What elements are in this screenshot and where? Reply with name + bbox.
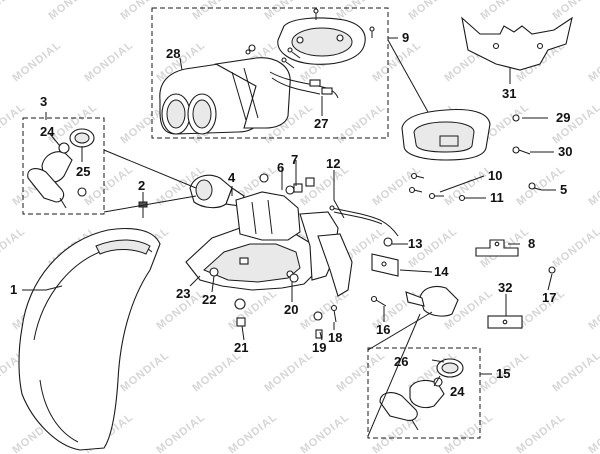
left-turn-signal-frame [22,117,105,215]
watermark-text: MONDIAL [478,0,531,22]
callout-4: 4 [228,170,236,185]
watermark-text: MONDIAL [226,411,279,454]
callout-17: 17 [542,290,556,305]
watermark-text: MONDIAL [550,349,600,394]
watermark-text: MONDIAL [334,101,387,146]
callout-10: 10 [488,168,502,183]
watermark-text: MONDIAL [0,0,28,22]
watermark-text: MONDIAL [226,287,279,332]
watermark-text: MONDIAL [334,0,387,22]
callout-7: 7 [291,152,298,167]
tail-light-group [151,7,389,139]
bulb-socket-part [401,108,491,161]
callout-24-right: 24 [450,384,465,399]
watermark-text: MONDIAL [298,411,351,454]
wire-harness [329,205,399,237]
callout-13: 13 [408,236,422,251]
mount-bracket [475,239,519,257]
front-turn-signal [189,174,245,209]
leader-lines [22,37,556,437]
watermark-text: MONDIAL [118,0,171,22]
watermark-text: MONDIAL [550,225,600,270]
watermark-text: MONDIAL [82,39,135,84]
reflector-plate [371,253,399,277]
watermark-text: MONDIAL [262,349,315,394]
rear-turn-signal [405,285,459,317]
callout-27: 27 [314,116,328,131]
watermark-text: MONDIAL [190,0,243,22]
rear-turn-signal-frame [367,347,481,439]
watermark-text: MONDIAL [370,39,423,84]
washer-29 [512,114,520,122]
tail-light-screws [281,8,375,69]
watermark-text: MONDIAL [298,287,351,332]
tail-light-housing [214,57,291,129]
hardware-items [138,172,556,339]
callout-25: 25 [76,164,90,179]
callout-16: 16 [376,322,390,337]
watermark-text: MONDIAL [586,411,600,454]
watermark-text: MONDIAL [334,349,387,394]
watermark-text: MONDIAL [442,411,495,454]
watermark-text: MONDIAL [406,0,459,22]
watermark-text: MONDIAL [0,225,28,270]
callout-15: 15 [496,366,510,381]
license-plate-bracket [461,16,573,71]
callout-32: 32 [498,280,512,295]
rear-turn-signal-group [367,347,481,439]
rubber-spacer [487,315,523,329]
callout-8: 8 [528,236,535,251]
callout-19: 19 [312,340,326,355]
watermark-text: MONDIAL [118,349,171,394]
callout-1: 1 [10,282,17,297]
watermark-text: MONDIAL [370,163,423,208]
screw-30 [512,146,531,155]
callout-3: 3 [40,94,47,109]
watermark-text: MONDIAL [586,39,600,84]
callout-5: 5 [560,182,567,197]
center-bracket-assembly [185,191,353,297]
callout-22: 22 [202,292,216,307]
callout-30: 30 [558,144,572,159]
watermark-text: MONDIAL [0,101,28,146]
callout-18: 18 [328,330,342,345]
callout-9: 9 [402,30,409,45]
callout-29: 29 [556,110,570,125]
callout-12: 12 [326,156,340,171]
callout-6: 6 [277,160,284,175]
callout-20: 20 [284,302,298,317]
callout-24-left: 24 [40,124,55,139]
tail-light-wiring [245,44,339,99]
left-turn-signal-group [22,117,105,215]
watermark-text: MONDIAL [10,39,63,84]
watermark-text: MONDIAL [46,0,99,22]
watermark-text: MONDIAL [514,411,567,454]
watermark-text: MONDIAL [586,287,600,332]
callout-11: 11 [490,190,504,205]
callout-2: 2 [138,178,145,193]
callout-labels: 1 2 3 4 5 6 7 8 9 10 11 12 13 14 15 16 1… [10,30,572,399]
callout-14: 14 [434,264,449,279]
watermark-text: MONDIAL [550,0,600,22]
watermark-text: MONDIAL [190,349,243,394]
callout-28: 28 [166,46,180,61]
watermark-text: MONDIAL [154,411,207,454]
callout-26: 26 [394,354,408,369]
callout-21: 21 [234,340,248,355]
tail-light-lens [159,61,259,135]
watermark-text: MONDIAL [586,163,600,208]
callout-31: 31 [502,86,516,101]
callout-23: 23 [176,286,190,301]
tail-light-base [277,17,366,65]
rear-fender [18,227,161,451]
